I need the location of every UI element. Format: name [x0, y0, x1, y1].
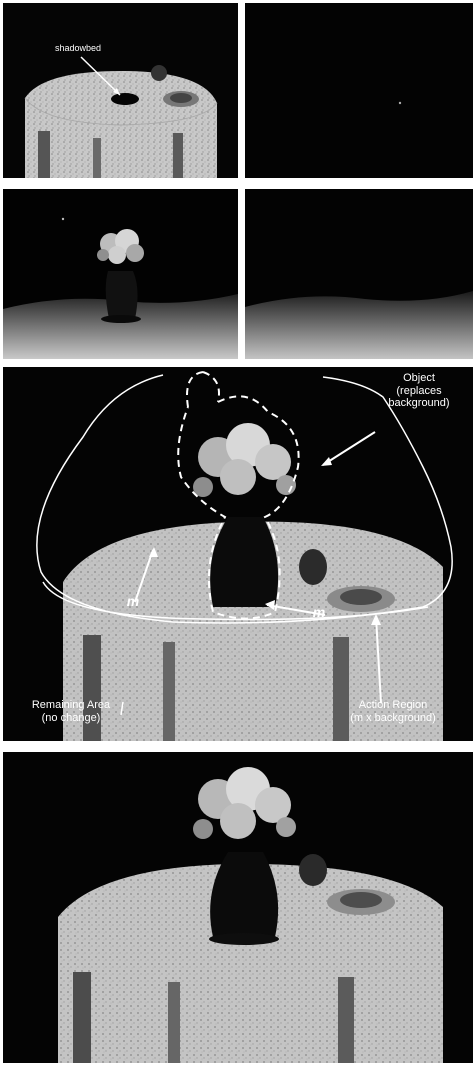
black-disk: [111, 93, 139, 105]
action-region-label: Action Region (m x background): [331, 699, 455, 724]
panel-vase-on-cloth: [3, 189, 238, 359]
panel-final-composite: [3, 752, 473, 1063]
empty-cloth-image: [245, 189, 473, 359]
remaining-area-label: Remaining Area (no change): [17, 699, 125, 724]
panel-table-with-disk: shadowbed: [3, 3, 238, 178]
panel-black-frame: [245, 3, 473, 178]
panel-empty-cloth: [245, 189, 473, 359]
final-composite-image: [3, 752, 473, 1063]
m-label-right: m: [309, 604, 329, 620]
shadowbed-label: shadowbed: [38, 43, 118, 53]
black-frame-image: [245, 3, 473, 178]
panel-annotated-composite: Object (replaces background) m m Remaini…: [3, 367, 473, 741]
m-label-left: m: [123, 593, 143, 609]
object-label: Object (replaces background): [371, 372, 467, 410]
vase-on-cloth-image: [3, 189, 238, 359]
table-with-disk-image: [3, 3, 238, 178]
annotated-composite-image: [3, 367, 473, 741]
